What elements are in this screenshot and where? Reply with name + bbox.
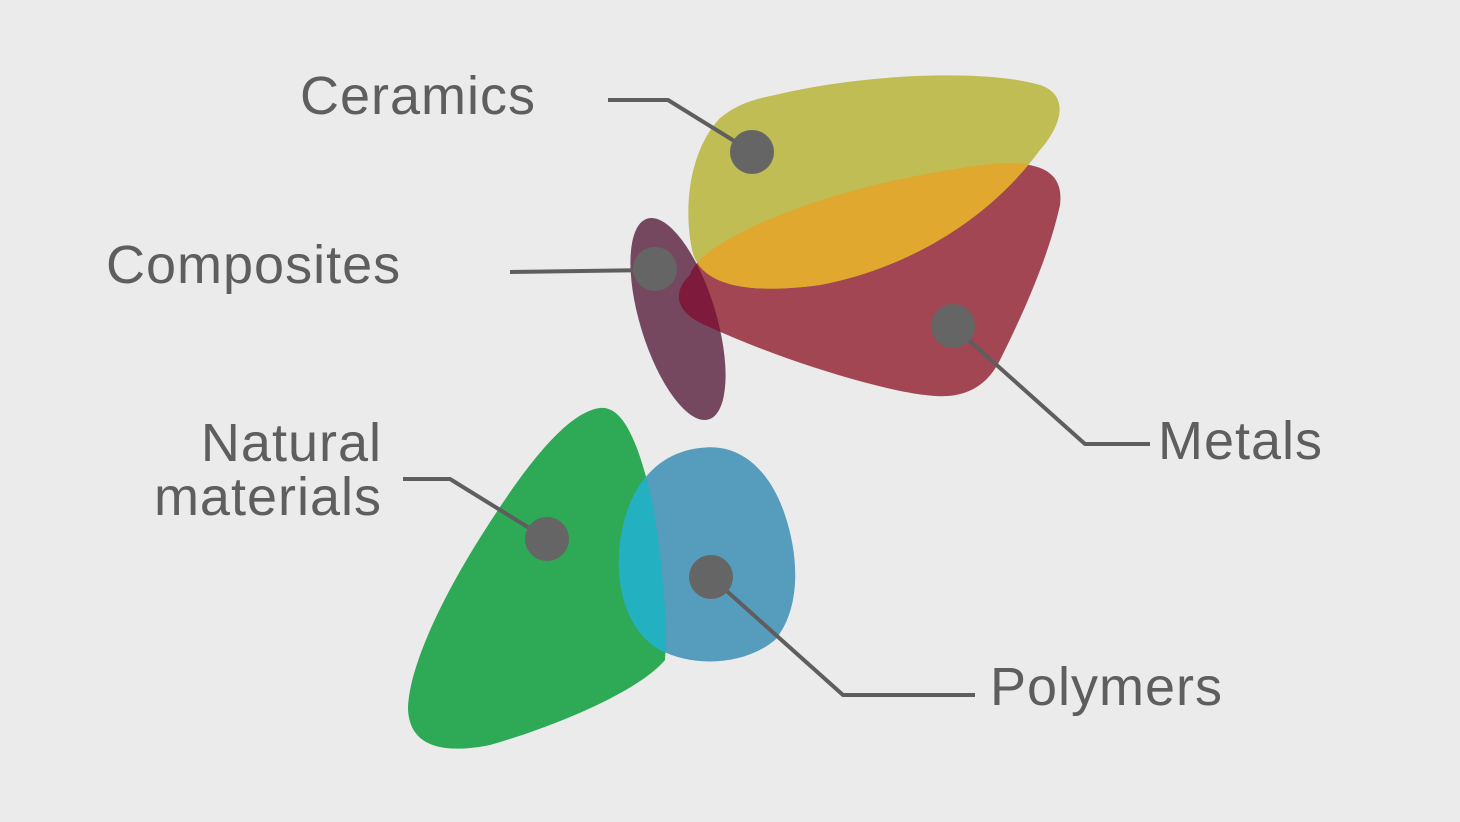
composites-marker — [633, 247, 677, 291]
ceramics-marker — [730, 130, 774, 174]
metals-marker — [931, 304, 975, 348]
metals-leader-line — [951, 324, 1150, 446]
natural-materials-marker — [525, 517, 569, 561]
natural-materials-label-line2: materials — [153, 467, 382, 527]
composites-label: Composites — [106, 235, 402, 295]
natural-materials-region — [408, 407, 666, 749]
polymers-marker — [689, 555, 733, 599]
natural-materials-leader-line — [403, 477, 549, 541]
polymers-leader-line — [709, 575, 975, 697]
ceramics-label: Ceramics — [300, 66, 537, 126]
ceramics-leader-line — [608, 98, 754, 154]
composites-leader-line — [509, 268, 656, 274]
polymers-label: Polymers — [990, 657, 1224, 717]
metals-label: Metals — [1158, 411, 1324, 471]
natural-materials-label-line1: Natural — [200, 413, 382, 473]
